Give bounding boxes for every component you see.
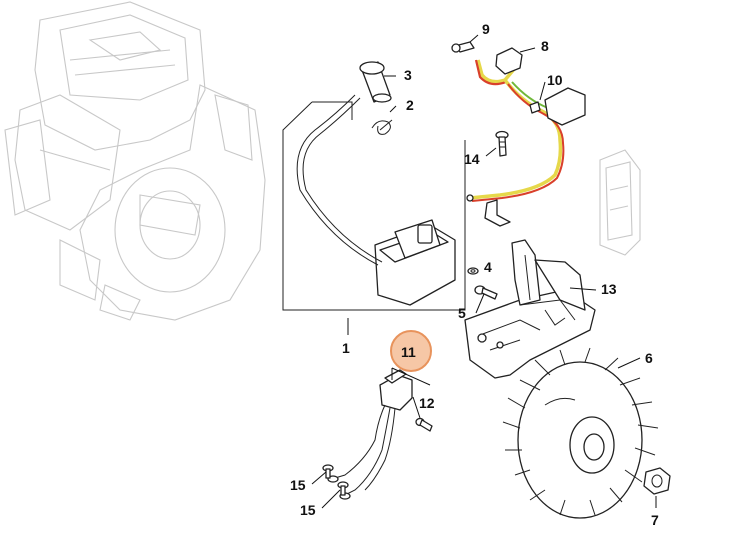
callout-8[interactable]: 8 [541,38,549,54]
short-circuit-wire[interactable] [327,369,413,500]
spark-plug-boot[interactable] [359,61,392,103]
callout-5[interactable]: 5 [458,305,466,321]
ignition-module[interactable] [296,94,456,306]
spring-clip[interactable] [371,119,393,135]
screw-15-upper[interactable] [322,464,334,479]
callout-12[interactable]: 12 [419,395,435,411]
screw-12[interactable] [415,417,433,432]
screw-5[interactable] [474,285,498,300]
wiring-harness[interactable] [451,41,586,227]
washer-4[interactable] [467,267,479,275]
flywheel-nut[interactable] [643,467,671,495]
callout-15-lower[interactable]: 15 [300,502,316,518]
callout-4[interactable]: 4 [484,259,492,275]
housing-bracket-ghost [599,149,641,256]
leader-lines [311,34,657,509]
highlight-marker [390,330,432,372]
flywheel[interactable] [502,347,659,519]
callout-9[interactable]: 9 [482,21,490,37]
callout-15-upper[interactable]: 15 [290,477,306,493]
callout-10[interactable]: 10 [547,72,563,88]
screw-14[interactable] [495,130,509,157]
callout-1[interactable]: 1 [342,340,350,356]
carrier-bracket[interactable] [464,239,596,379]
callout-6[interactable]: 6 [645,350,653,366]
assembly-outline-1 [282,101,466,311]
callout-2[interactable]: 2 [406,97,414,113]
callout-13[interactable]: 13 [601,281,617,297]
callout-3[interactable]: 3 [404,67,412,83]
engine-block-ghost [4,1,266,321]
callout-labels: 1 2 3 4 5 6 7 8 9 10 11 12 13 14 15 15 [290,21,659,528]
callout-14[interactable]: 14 [464,151,480,167]
callout-11[interactable]: 11 [401,344,416,360]
screw-15-lower[interactable] [337,481,349,496]
callout-7[interactable]: 7 [651,512,659,528]
